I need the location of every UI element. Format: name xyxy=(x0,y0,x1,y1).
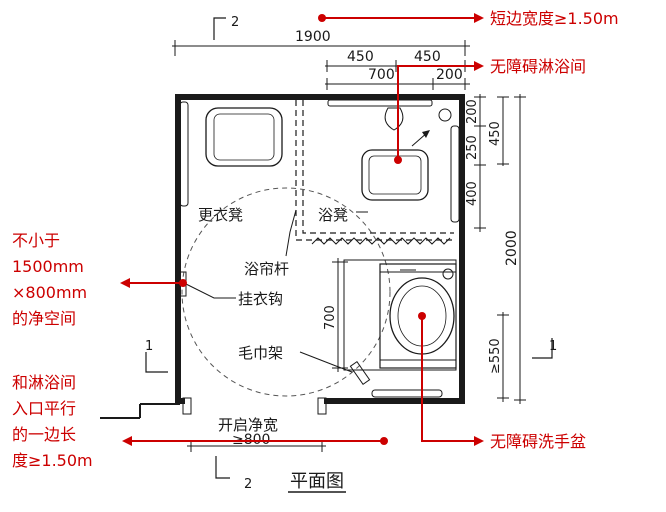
clear-space-line1: 不小于 xyxy=(12,231,60,250)
short-side-text: 短边宽度≥1.50m xyxy=(490,9,619,28)
towel-rack-label: 毛巾架 xyxy=(238,344,283,362)
dressing-stool xyxy=(205,107,283,167)
shower-curtain xyxy=(311,237,451,245)
coat-hook-label: 挂衣钩 xyxy=(238,290,283,308)
dim-1900-label: 1900 xyxy=(295,29,331,45)
dim-v400-label: 400 xyxy=(465,181,480,206)
drawing-title: 平面图 xyxy=(290,471,344,492)
top-grab-bar xyxy=(327,99,433,107)
dressing-stool-label: 更衣凳 xyxy=(198,206,243,224)
right-wall xyxy=(459,94,465,400)
curtain-rod-label: 浴帘杆 xyxy=(244,260,289,278)
top-wall xyxy=(175,94,465,100)
bath-stool-label: 浴凳 xyxy=(318,206,348,224)
entrance-side-line1: 和淋浴间 xyxy=(12,373,76,392)
dim-right-450: 450 xyxy=(488,96,509,166)
dim-700-200: 700 200 xyxy=(325,67,470,90)
clear-space-line3: ×800mm xyxy=(12,283,87,302)
bottom-wall-right xyxy=(324,398,465,404)
section-label-bottom: 2 xyxy=(244,477,252,492)
door-clear-label: 开启净宽 xyxy=(218,416,278,434)
entrance-side-line3: 的一边长 xyxy=(12,425,76,444)
accessible-basin-text: 无障碍洗手盆 xyxy=(490,432,586,451)
towel-rack-leader xyxy=(299,351,353,373)
clear-space-line4: 的净空间 xyxy=(12,309,76,328)
basin-enclosure xyxy=(343,259,457,371)
annotation-entrance-side: 和淋浴间 入口平行 的一边长 度≥1.50m xyxy=(12,373,388,470)
shower-side-grab-bar xyxy=(450,125,460,223)
clear-space-line2: 1500mm xyxy=(12,257,84,276)
walls xyxy=(100,94,465,419)
bottom-grab-bar xyxy=(371,389,443,398)
entrance-side-line4: 度≥1.50m xyxy=(12,451,93,470)
towel-rack xyxy=(349,360,371,386)
entrance-side-line2: 入口平行 xyxy=(12,399,76,418)
dim-450b-label: 450 xyxy=(414,49,441,65)
section-marker-right: 1 xyxy=(532,338,557,359)
dim-v2000-label: 2000 xyxy=(504,230,520,266)
annotation-accessible-shower: 无障碍淋浴间 xyxy=(394,57,586,164)
dim-v700-label: 700 xyxy=(323,305,338,330)
dim-450a-label: 450 xyxy=(347,49,374,65)
section-label-right: 1 xyxy=(549,339,557,354)
dim-right-550: ≥550 xyxy=(488,312,509,402)
dim-1900: 1900 xyxy=(172,29,470,56)
shower-head-icon xyxy=(384,107,404,131)
dim-right-inner: 200 250 400 xyxy=(465,94,486,232)
dim-right-2000: 2000 xyxy=(504,94,526,404)
section-label-left: 1 xyxy=(145,339,153,354)
section-marker-bottom: 2 xyxy=(215,456,252,492)
curtain-rod-leader xyxy=(285,209,297,257)
dim-v200-label: 200 xyxy=(465,99,480,124)
dim-200-label: 200 xyxy=(436,67,463,83)
section-marker-left: 1 xyxy=(145,339,168,373)
turning-circle xyxy=(181,187,391,397)
annotation-accessible-basin: 无障碍洗手盆 xyxy=(418,312,586,451)
dim-700-vertical: 700 xyxy=(323,258,348,372)
annotation-short-side: 短边宽度≥1.50m xyxy=(318,9,619,28)
door-jamb-left xyxy=(182,397,192,415)
coat-hook-leader xyxy=(185,283,236,299)
dim-v250-label: 250 xyxy=(465,135,480,160)
dim-v550-label: ≥550 xyxy=(488,338,503,374)
section-marker-top: 2 xyxy=(213,15,239,40)
dim-700-label: 700 xyxy=(368,67,395,83)
arrow-icon xyxy=(422,130,430,138)
annotation-clear-space: 不小于 1500mm ×800mm 的净空间 xyxy=(12,231,187,328)
accessible-shower-text: 无障碍淋浴间 xyxy=(490,57,586,76)
left-wall xyxy=(175,94,181,400)
section-label-top: 2 xyxy=(231,15,239,30)
dim-v450-label: 450 xyxy=(488,121,503,146)
curtain-rod xyxy=(295,100,454,241)
bath-stool xyxy=(361,149,429,201)
door-jamb-right xyxy=(317,397,327,415)
bottom-wall-left xyxy=(175,398,185,404)
drain-icon xyxy=(438,108,452,122)
left-grab-bar xyxy=(179,101,189,207)
